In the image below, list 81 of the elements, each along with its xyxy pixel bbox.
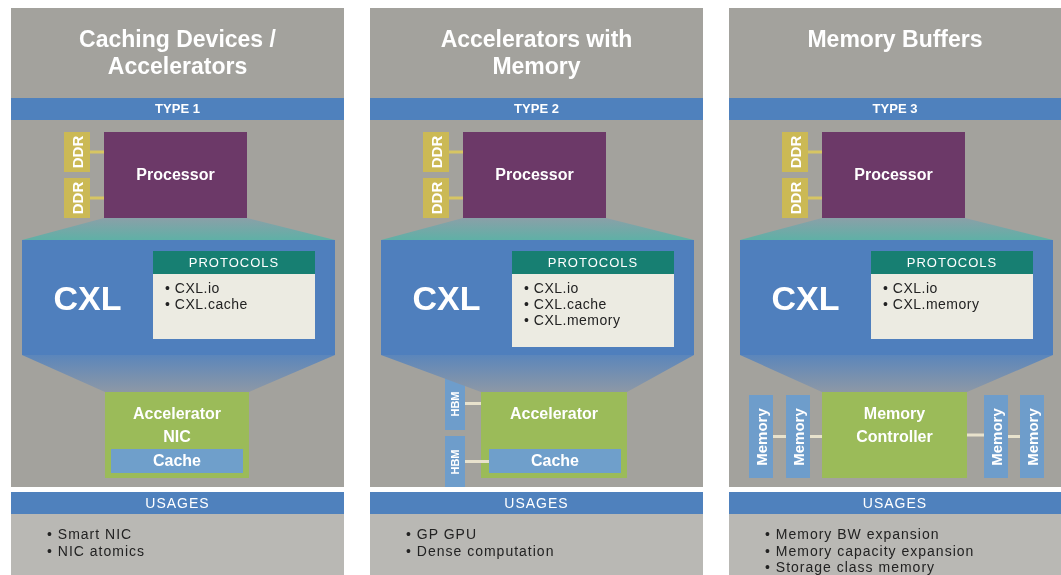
module-label: DDR	[427, 135, 445, 169]
cxl-label: CXL	[770, 278, 841, 317]
connector-line	[449, 196, 463, 200]
module-label: HBM	[449, 448, 461, 475]
connector-line	[1008, 435, 1020, 438]
connector-line	[90, 150, 104, 154]
protocol-item: • CXL.io	[165, 280, 220, 296]
usage-item: • GP GPU	[406, 526, 477, 543]
usage-item: • Storage class memory	[765, 559, 936, 575]
protocols-panel	[512, 251, 674, 347]
device-block	[105, 392, 249, 478]
cxl-interconnect-block	[22, 240, 335, 355]
module-label: DDR	[68, 135, 86, 169]
cache-block: Cache	[111, 449, 243, 473]
usage-item: • Smart NIC	[47, 526, 133, 543]
device-label: Accelerator	[508, 404, 599, 424]
processor-block: Processor	[104, 132, 247, 218]
usages-panel	[729, 492, 1061, 575]
protocols-header: PROTOCOLS	[153, 251, 315, 274]
protocol-item: • CXL.memory	[524, 312, 621, 328]
usage-item: • Dense computation	[406, 542, 555, 559]
device-block	[822, 392, 967, 478]
module-label: Memory	[789, 407, 807, 466]
memory-module	[984, 395, 1008, 478]
cxl-interconnect-block	[740, 240, 1053, 355]
device-label: Accelerator NIC	[131, 404, 222, 447]
protocol-item: • CXL.memory	[883, 296, 980, 312]
processor-block: Processor	[822, 132, 965, 218]
category-panel	[370, 8, 703, 487]
type-banner: TYPE 1	[11, 98, 344, 120]
panel-title: Accelerators with Memory	[439, 26, 634, 80]
cxl-label: CXL	[411, 278, 482, 317]
module-label: HBM	[449, 390, 461, 417]
usages-header: USAGES	[729, 492, 1061, 514]
connector-line	[773, 435, 786, 438]
connector-line	[465, 460, 489, 463]
protocols-panel	[871, 251, 1033, 339]
usages-header: USAGES	[11, 492, 344, 514]
connector-line	[449, 150, 463, 154]
usages-header: USAGES	[370, 492, 703, 514]
module-label: Memory	[752, 407, 770, 466]
connector-line	[465, 402, 481, 405]
usages-panel	[370, 492, 703, 575]
connector-line	[967, 433, 984, 437]
module-label: DDR	[68, 181, 86, 215]
usages-panel	[11, 492, 344, 575]
category-panel	[729, 8, 1061, 487]
usage-item: • Memory BW expansion	[765, 526, 940, 543]
type-banner: TYPE 3	[729, 98, 1061, 120]
type-banner: TYPE 2	[370, 98, 703, 120]
module-label: DDR	[427, 181, 445, 215]
connector-line	[90, 196, 104, 200]
processor-block: Processor	[463, 132, 606, 218]
module-label: DDR	[786, 181, 804, 215]
cxl-interconnect-block	[381, 240, 694, 355]
usage-item: • NIC atomics	[47, 542, 146, 559]
memory-module	[1020, 395, 1044, 478]
cxl-label: CXL	[52, 278, 123, 317]
connector-line	[808, 196, 822, 200]
protocols-panel	[153, 251, 315, 339]
protocol-item: • CXL.cache	[524, 296, 607, 312]
cache-block: Cache	[489, 449, 621, 473]
panel-title: Memory Buffers	[806, 26, 984, 53]
memory-module	[786, 395, 810, 478]
module-label: Memory	[1023, 407, 1041, 466]
usage-item: • Memory capacity expansion	[765, 542, 975, 559]
device-block	[481, 392, 627, 478]
protocol-item: • CXL.io	[883, 280, 938, 296]
connector-line	[810, 435, 822, 438]
protocols-header: PROTOCOLS	[512, 251, 674, 274]
category-panel	[11, 8, 344, 487]
module-label: Memory	[987, 407, 1005, 466]
panel-title: Caching Devices / Accelerators	[78, 26, 277, 80]
hbm-module	[445, 436, 465, 487]
device-label: Memory Controller	[855, 404, 934, 447]
memory-module	[749, 395, 773, 478]
protocols-header: PROTOCOLS	[871, 251, 1033, 274]
connector-line	[808, 150, 822, 154]
module-label: DDR	[786, 135, 804, 169]
protocol-item: • CXL.io	[524, 280, 579, 296]
protocol-item: • CXL.cache	[165, 296, 248, 312]
